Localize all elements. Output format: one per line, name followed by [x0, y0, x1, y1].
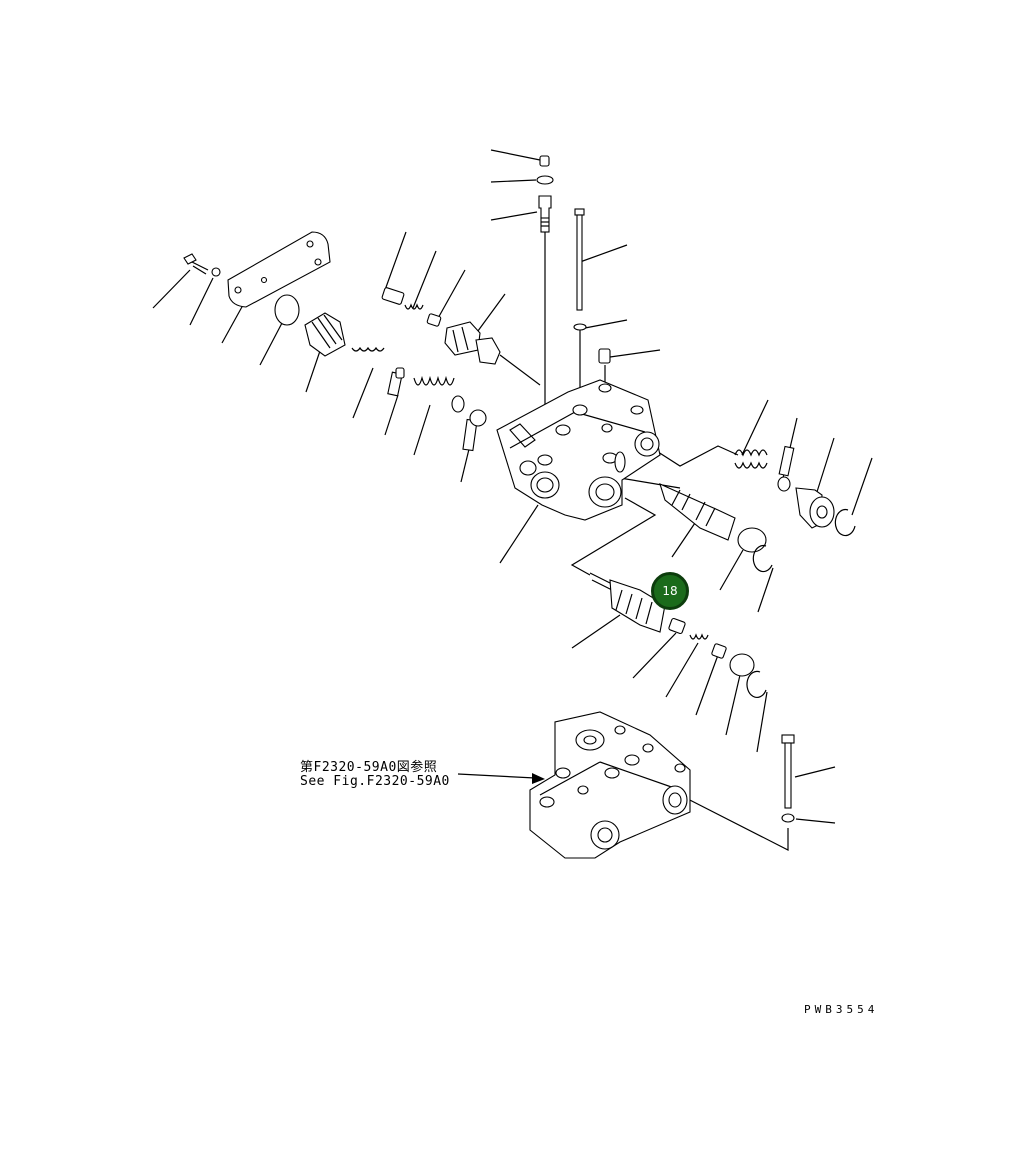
part-callout-badge[interactable]: 18 [651, 572, 689, 610]
figure-reference-en: See Fig.F2320-59A0 [300, 774, 450, 789]
callout-number: 18 [662, 584, 678, 598]
lower-spool-group [589, 572, 767, 698]
left-parts [183, 231, 487, 452]
reference-body [529, 711, 795, 859]
reference-arrow [457, 773, 545, 784]
leader-lines [152, 149, 873, 824]
upper-spool-group [381, 287, 501, 365]
middle-spool-group [659, 482, 773, 573]
right-upper-parts [734, 445, 856, 537]
figure-reference-jp: 第F2320-59A0図参照 [300, 760, 438, 775]
valve-body [496, 379, 661, 521]
top-fittings [536, 155, 611, 364]
drawing-code: PWB3554 [804, 1003, 879, 1016]
